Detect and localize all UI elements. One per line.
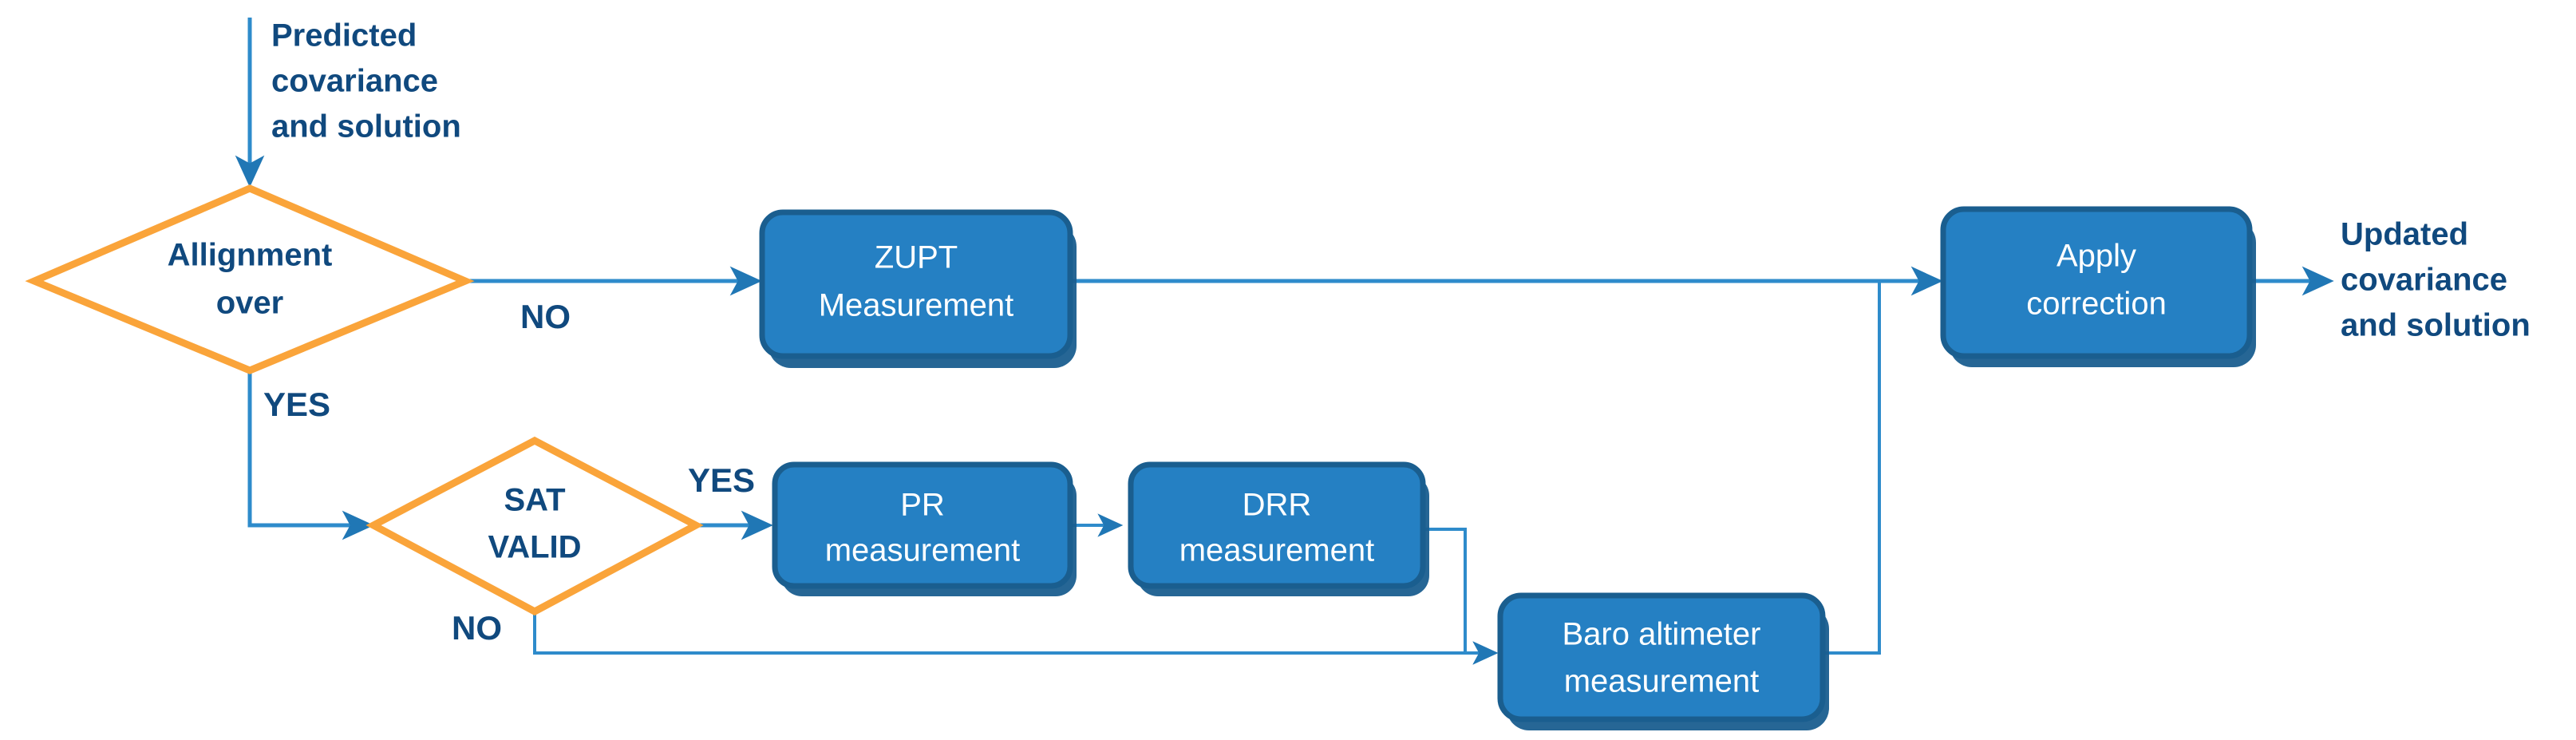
process-zupt-label-line2: Measurement: [819, 288, 1014, 323]
decision-sat-valid-label-line1: SAT: [504, 483, 565, 518]
note-updated-line3: and solution: [2341, 308, 2531, 343]
process-apply-correction-label-line2: correction: [2026, 287, 2167, 322]
process-apply-correction[interactable]: Apply correction: [1940, 206, 2256, 367]
decision-sat-valid-label-line2: VALID: [488, 530, 581, 565]
edge-label-sat-yes: YES: [688, 461, 755, 499]
note-updated-line2: covariance: [2341, 263, 2507, 298]
decision-sat-valid[interactable]: SAT VALID: [365, 436, 704, 616]
note-predicted-covariance: Predicted covariance and solution: [271, 18, 461, 144]
connector-drr-to-baro: [1422, 528, 1499, 665]
process-drr-label-line2: measurement: [1179, 533, 1375, 568]
process-pr-label-line2: measurement: [825, 533, 1021, 568]
process-pr-measurement[interactable]: PR measurement: [772, 461, 1077, 596]
decision-alignment-over[interactable]: Allignment over: [25, 184, 475, 374]
note-updated-line1: Updated: [2341, 217, 2468, 252]
edge-label-alignment-yes: YES: [263, 386, 330, 423]
process-drr-measurement[interactable]: DRR measurement: [1128, 461, 1429, 596]
process-zupt-measurement[interactable]: ZUPT Measurement: [759, 209, 1077, 368]
edge-label-alignment-no: NO: [520, 298, 571, 335]
process-apply-correction-label-line1: Apply: [2056, 239, 2136, 274]
edge-label-sat-no: NO: [452, 609, 502, 647]
process-baro-label-line2: measurement: [1564, 664, 1760, 699]
note-predicted-line1: Predicted: [271, 18, 417, 53]
note-updated-covariance: Updated covariance and solution: [2341, 217, 2531, 343]
process-baro-altimeter-measurement[interactable]: Baro altimeter measurement: [1497, 592, 1829, 730]
process-zupt-label-line1: ZUPT: [875, 240, 958, 275]
connector-baro-to-apply-correction: [1823, 281, 1881, 655]
note-predicted-line3: and solution: [271, 109, 461, 144]
note-predicted-line2: covariance: [271, 64, 438, 99]
decision-alignment-label-line1: Allignment: [168, 238, 333, 273]
connector-sat-no-to-baro: [533, 613, 1499, 665]
process-pr-label-line1: PR: [900, 488, 945, 523]
process-baro-label-line1: Baro altimeter: [1563, 617, 1761, 652]
process-drr-label-line1: DRR: [1243, 488, 1312, 523]
connector-alignment-yes-to-sat-valid: [247, 372, 374, 540]
decision-alignment-label-line2: over: [216, 286, 284, 321]
